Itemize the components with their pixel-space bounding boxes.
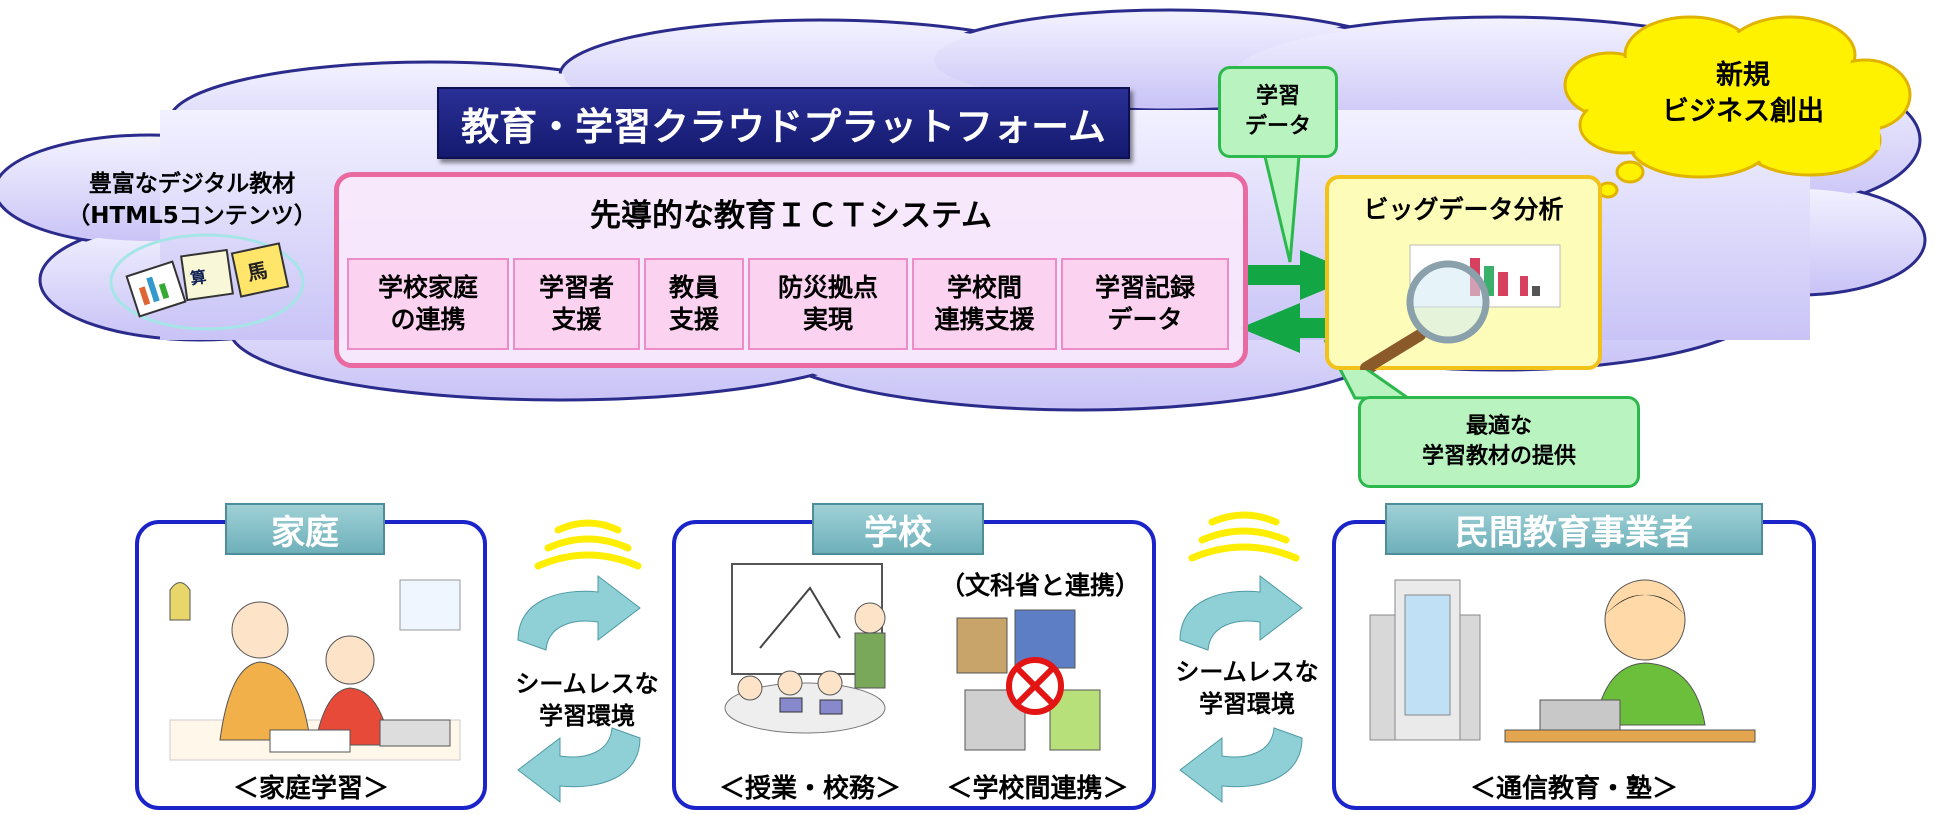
module-disaster-base: 防災拠点 実現 [748,258,908,350]
private-caption: ＜通信教育・塾＞ [1469,774,1678,804]
class-affairs-caption: ＜授業・校務＞ [718,774,901,804]
cycle-arrows-left [517,574,641,804]
home-caption: ＜家庭学習＞ [232,774,389,804]
new-business-label: 新規 ビジネス創出 [1662,60,1824,127]
home-panel-title: 家庭 [225,503,385,555]
module-teacher-support: 教員 支援 [644,258,744,350]
private-panel-title: 民間教育事業者 [1385,503,1763,555]
cycle-arrows-right [1179,574,1303,804]
module-inter-school: 学校間 連携支援 [912,258,1057,350]
bigdata-chart-icon [1360,244,1561,370]
optimal-materials-callout: 最適な 学習教材の提供 [1358,396,1640,488]
digital-materials-label: 豊富なデジタル教材 （HTML5コンテンツ） [67,171,317,229]
seamless-label-right: シームレスな 学習環境 [1175,658,1319,718]
textbook-icons: 算 馬 [125,242,290,318]
signal-icon-left [534,519,642,570]
inter-school-caption: ＜学校間連携＞ [946,774,1129,804]
learning-data-callout: 学習 データ [1218,66,1338,158]
home-study-illustration [169,579,461,761]
svg-text:算: 算 [189,267,208,288]
ict-system-title: 先導的な教育ＩＣＴシステム [589,198,993,234]
school-panel-title: 学校 [812,503,984,555]
digital-materials-ring [109,233,305,331]
data-flow-arrows [1240,250,1360,353]
platform-title: 教育・学習クラウドプラットフォーム [437,87,1130,159]
seamless-label-left: シームレスな 学習環境 [515,670,659,730]
bigdata-label: ビッグデータ分析 [1363,195,1564,224]
classroom-illustration [724,563,886,734]
svg-text:馬: 馬 [245,258,270,286]
module-learning-records: 学習記録 データ [1061,258,1229,350]
signal-icon-right [1188,511,1300,562]
schools-illustration [956,609,1101,751]
private-education-illustration [1369,579,1756,743]
mext-collaboration-note: （文科省と連携） [939,571,1140,600]
module-school-home: 学校家庭 の連携 [347,258,509,350]
module-learner-support: 学習者 支援 [513,258,640,350]
